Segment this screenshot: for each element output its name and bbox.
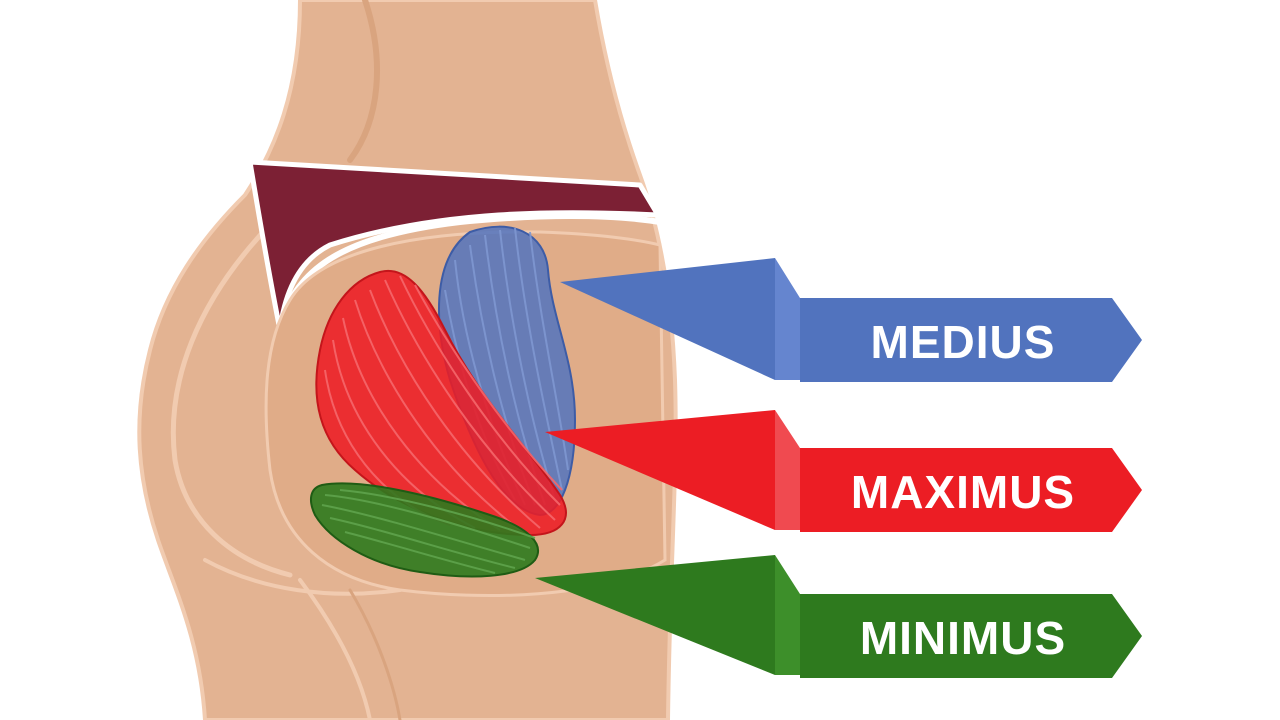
maximus-label: MAXIMUS bbox=[851, 466, 1075, 518]
maximus-arrow-wedge bbox=[545, 410, 775, 530]
gluteus-minimus-muscle bbox=[309, 482, 539, 578]
inner-leg-line bbox=[348, 588, 402, 720]
minimus-fibers bbox=[321, 489, 536, 574]
maximus-label-box bbox=[800, 448, 1142, 532]
minimus-arrow-wedge bbox=[535, 555, 775, 675]
medius-arrow-fold bbox=[775, 258, 800, 380]
underwear bbox=[247, 159, 663, 333]
underwear-band bbox=[247, 159, 661, 333]
minimus-pointer: MINIMUS bbox=[535, 555, 1142, 678]
underwear-trim bbox=[280, 213, 663, 321]
gluteal-fold bbox=[203, 558, 402, 596]
maximus-arrow-fold bbox=[775, 410, 800, 530]
medius-label-box bbox=[800, 298, 1142, 382]
medius-pointer: MEDIUS bbox=[560, 258, 1142, 382]
minimus-arrow-fold bbox=[775, 555, 800, 675]
leg-crease bbox=[298, 578, 372, 720]
medius-label: MEDIUS bbox=[871, 316, 1056, 368]
waist-shadow bbox=[347, 0, 380, 163]
maximus-pointer: MAXIMUS bbox=[545, 410, 1142, 532]
medius-arrow-wedge bbox=[560, 258, 775, 380]
buttock-outline bbox=[170, 227, 293, 578]
minimus-label-box bbox=[800, 594, 1142, 678]
minimus-label: MINIMUS bbox=[860, 612, 1066, 664]
